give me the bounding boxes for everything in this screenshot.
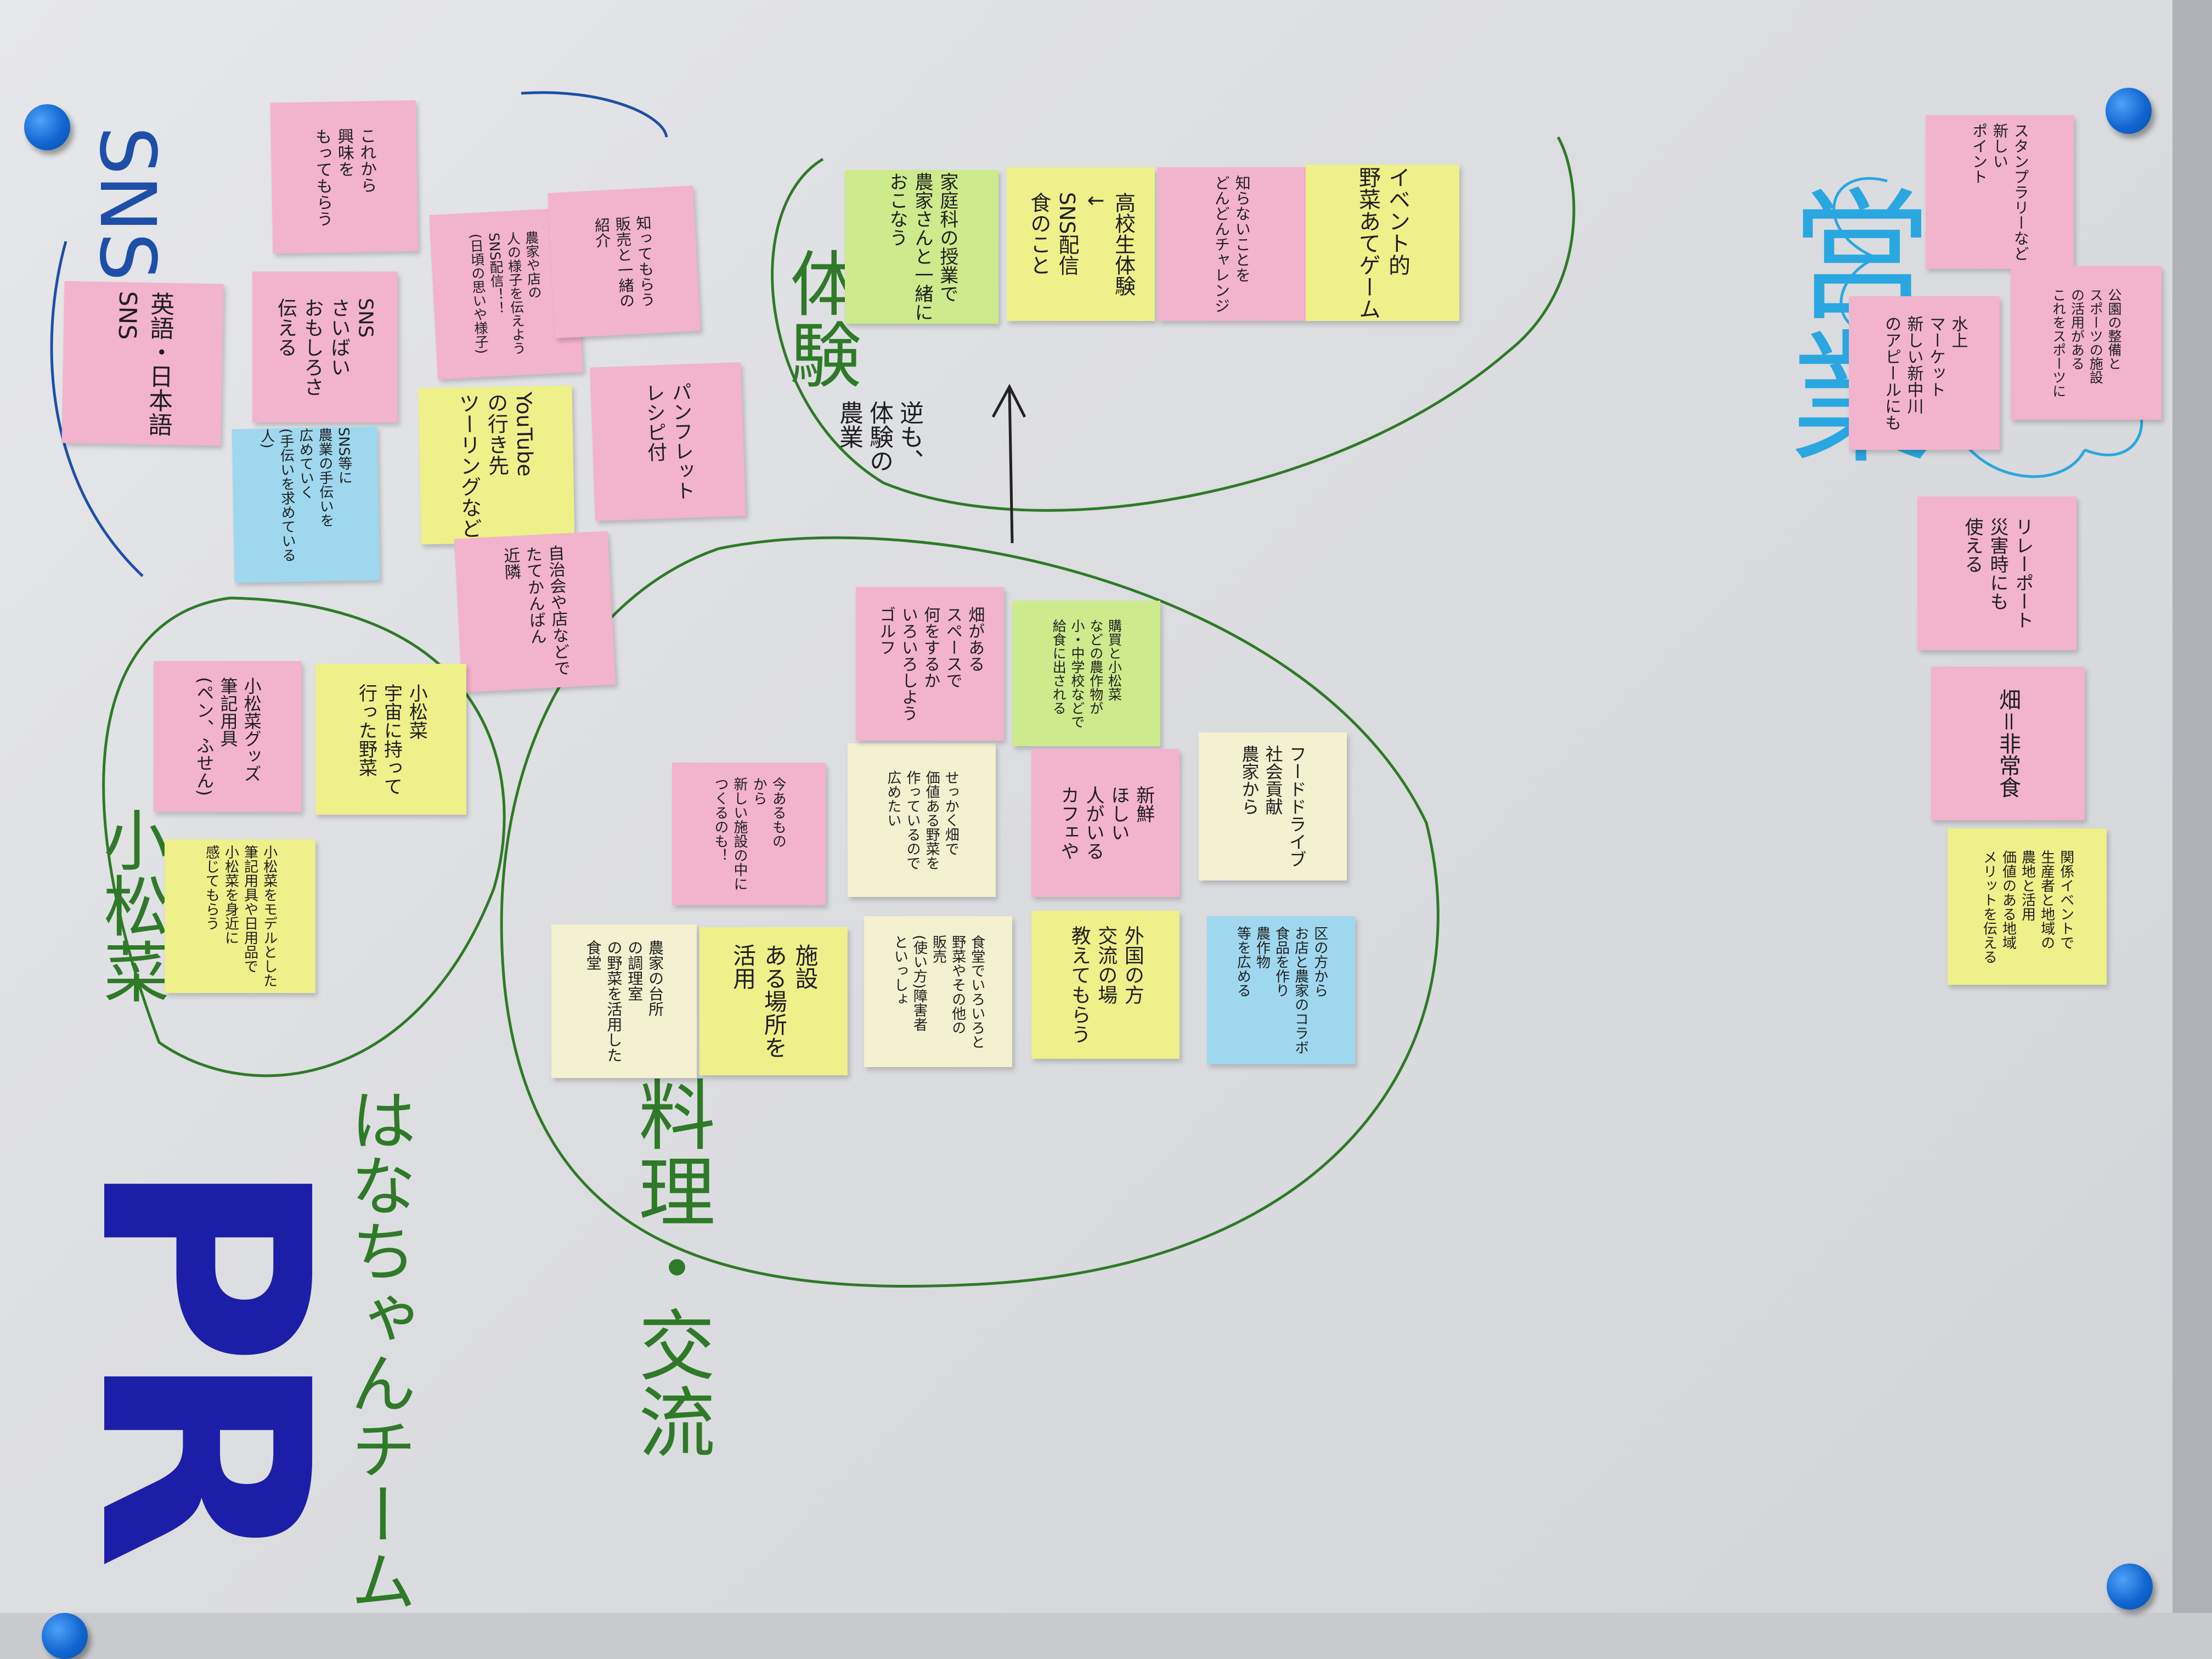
sticky-note: リレーポート 災害時にも 使える	[1917, 496, 2076, 650]
sticky-note: 農家の台所 の調理室 の野菜を活用した 食堂	[551, 924, 697, 1078]
sticky-note: 施設 ある場所を 活用	[699, 927, 848, 1075]
sticky-note: 新鮮 ほしい 人がいる カフェや	[1031, 749, 1180, 897]
sticky-note: 公園の整備と スポーツの施設 の活用がある これをスポーツに	[2011, 266, 2162, 420]
sticky-note: 英語・日本語 SNS	[61, 281, 224, 446]
sticky-note: 畑がある スペースで 何をするか いろいろしよう ゴルフ	[856, 587, 1004, 741]
ryouri-kouryu-heading: 料理・交流	[625, 1075, 715, 1459]
sticky-note: せっかく畑で 価値ある野菜を 作っているので 広めたい	[848, 743, 996, 897]
sns-heading: SNS	[82, 126, 172, 281]
sticky-note: 区の方から お店と農家のコラボ 食品を作り 農作物 等を広める	[1207, 916, 1355, 1064]
sticky-note: これから 興味を もってもらう	[270, 100, 419, 254]
sticky-note: パンフレット レシピ付	[590, 362, 746, 521]
pushpin-bottom-right	[2107, 1564, 2153, 1610]
sticky-note: 食堂でいろいろと 野菜やその他の 販売 (使い方)障害者 といっしょ	[864, 916, 1012, 1067]
sticky-note: 小松菜 宇宙に持って 行った野菜	[315, 664, 466, 815]
sticky-note: 畑＝非常食	[1931, 667, 2085, 820]
ryouri-loop-line	[500, 536, 1440, 1288]
wall-background	[2172, 0, 2212, 1659]
sticky-note: 知らないことを どんどんチャレンジ	[1158, 167, 1306, 321]
arrow-head	[991, 383, 1026, 418]
pr-title: PR	[37, 1158, 369, 1554]
sticky-note: 関係イベントで 生産者と地域の 農地と活用 価値のある地域 メリットを伝える	[1948, 828, 2107, 985]
sticky-note: 知ってもらう 販売と一緒の 紹介	[548, 185, 701, 338]
sticky-note: 購買と小松菜 などの農作物が 小・中学校などで 給食に出される	[1012, 601, 1160, 746]
komatsuna-loop-line	[102, 596, 506, 1077]
sticky-note: 水上 マーケット 新しい新中川 のアピールにも	[1849, 296, 2000, 450]
sticky-note: 今あるもの から 新しい施設の中に つくるのも！	[672, 763, 826, 905]
taiken-arc-line	[771, 136, 1576, 512]
pushpin-top-right	[2106, 88, 2152, 134]
sns-bracket-line	[50, 241, 144, 577]
sticky-note: スタンプラリーなど 新しい ポイント	[1926, 115, 2074, 269]
gyaku-annotation: 逆も、 体験の 農業	[835, 400, 923, 473]
sticky-note: フードドライブ 社会貢献 農家から	[1199, 732, 1347, 881]
pushpin-top-left	[24, 104, 70, 150]
sticky-note: 高校生体験 ↓ SNS配信 食のこと	[1007, 167, 1155, 321]
team-name: はなちゃんチーム	[339, 1086, 415, 1613]
sticky-note: 小松菜グッズ 筆記用具 (ペン、ふせん)	[154, 661, 302, 812]
sns-arc-line	[521, 91, 668, 138]
sticky-note: 家庭科の授業で 農家さんと一緒に おこなう	[845, 170, 998, 324]
sticky-note: イベント的 野菜あてゲーム	[1306, 165, 1459, 321]
sticky-note: YouTube の行き先 ツーリングなど	[418, 385, 575, 545]
komatsuna-heading: 小松菜	[92, 806, 168, 1004]
sticky-note: 小松菜をモデルとした 筆記用具や日用品で 小松菜を身近に 感じてもらう	[165, 839, 315, 993]
arrow-line	[1008, 389, 1014, 544]
pushpin-bottom-left	[42, 1613, 88, 1659]
floor-background	[0, 1613, 2212, 1659]
sticky-note: SNS さいばい おもしろさ 伝える	[252, 272, 398, 422]
sticky-note: 外国の方 交流の場 教えてもらう	[1031, 911, 1180, 1059]
sticky-note: SNS等に 農業の手伝いを 広めていく (手伝いを求めている人)	[232, 426, 380, 583]
sticky-note: 自治会や店などで たてかんばん 近隣	[454, 531, 616, 693]
